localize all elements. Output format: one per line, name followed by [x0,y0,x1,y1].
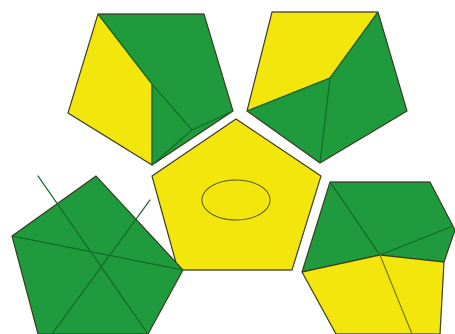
bottom-right-pentagon-yellow-region [302,255,444,334]
bottom-left-pentagon [12,176,183,334]
bottom-left-pentagon-body [12,176,183,334]
bottom-right-pentagon [302,182,455,334]
top-right-pentagon [247,12,407,163]
